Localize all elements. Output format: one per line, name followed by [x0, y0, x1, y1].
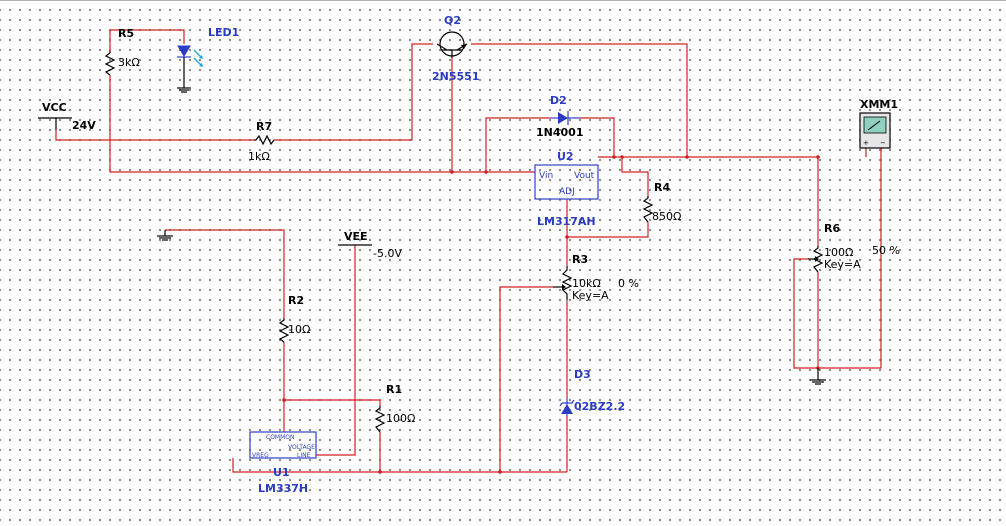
- wire-bottom-bus: [232, 458, 567, 473]
- r3-key: Key=A: [572, 289, 609, 302]
- wire-r7-q2: [274, 43, 433, 141]
- r6-key: Key=A: [824, 258, 861, 271]
- wire-vee-u1: [316, 245, 356, 456]
- vcc-label: VCC: [42, 101, 67, 114]
- svg-text:−: −: [880, 139, 886, 147]
- r6-ground-icon: [810, 368, 826, 385]
- wire-r5-bus: [109, 75, 535, 173]
- r4-resistor[interactable]: [642, 196, 654, 223]
- wires: [55, 29, 882, 473]
- xmm1-label: XMM1: [860, 98, 898, 111]
- wire-d2-out: [580, 117, 615, 157]
- u2-pin-vout: Vout: [574, 171, 595, 181]
- r3-value: 10kΩ: [572, 277, 601, 290]
- q2-transistor[interactable]: [436, 31, 468, 58]
- d3-zener-diode[interactable]: [559, 398, 575, 416]
- u2-regulator[interactable]: [534, 164, 599, 200]
- u1-regulator[interactable]: [249, 431, 317, 459]
- r4-value: 850Ω: [652, 210, 681, 223]
- r2-value: 10Ω: [288, 323, 310, 336]
- r7-resistor[interactable]: [254, 134, 275, 146]
- r3-percent: 0 %: [618, 277, 639, 290]
- r7-label: R7: [256, 120, 272, 133]
- r1-value: 100Ω: [386, 412, 415, 425]
- u1-pin-voltage: VOLTAGE: [288, 444, 315, 451]
- u1-pin-common: COMMON: [266, 434, 294, 441]
- led1-ground-icon: [177, 87, 191, 93]
- u1-pin-vreg: VREG: [252, 452, 269, 459]
- wire-gnd-r2: [165, 229, 285, 318]
- led1-label: LED1: [208, 26, 239, 39]
- q2-part: 2N5551: [432, 70, 479, 83]
- wire-r6-wiper: [793, 148, 882, 369]
- xmm1-multimeter[interactable]: + −: [859, 112, 891, 149]
- vcc-source[interactable]: [38, 117, 72, 130]
- vee-value: -5.0V: [373, 247, 402, 260]
- wire-r5-led1: [109, 29, 185, 51]
- u2-pin-vin: Vin: [539, 171, 553, 181]
- r1-resistor[interactable]: [374, 406, 386, 433]
- svg-text:+: +: [863, 139, 869, 147]
- u2-pin-adj: ADJ: [559, 187, 575, 197]
- wire-q2-out: [471, 43, 688, 157]
- u1-pin-line: LINE: [297, 452, 311, 459]
- vee-label: VEE: [344, 230, 368, 243]
- r1-label: R1: [386, 383, 402, 396]
- r6-label: R6: [824, 222, 840, 235]
- r4-label: R4: [654, 181, 670, 194]
- r7-value: 1kΩ: [248, 150, 270, 163]
- r2-resistor[interactable]: [278, 318, 290, 343]
- r3-potentiometer[interactable]: [553, 266, 573, 300]
- u1-label: U1: [273, 466, 290, 479]
- r6-percent: 50 %: [872, 244, 900, 257]
- r5-resistor[interactable]: [104, 51, 116, 76]
- q2-label: Q2: [444, 14, 461, 27]
- wire-r4-bottom: [567, 222, 649, 238]
- wire-r3-wiper: [499, 286, 553, 472]
- wire-r4-top: [621, 157, 649, 196]
- d2-diode[interactable]: [550, 111, 580, 125]
- d3-label: D3: [574, 368, 591, 381]
- u2-part: LM317AH: [537, 215, 596, 228]
- r6-potentiometer[interactable]: [808, 246, 824, 273]
- u1-part: LM337H: [258, 482, 308, 495]
- r2-label: R2: [288, 294, 304, 307]
- wire-d2-in: [485, 117, 550, 172]
- r5-value: 3kΩ: [118, 56, 140, 69]
- vcc-value: 24V: [72, 119, 96, 132]
- junctions: [282, 155, 820, 474]
- u2-label: U2: [557, 150, 574, 163]
- d2-label: D2: [550, 94, 567, 107]
- r3-label: R3: [572, 253, 588, 266]
- wire-vcc-r7: [55, 130, 254, 141]
- led1-diode[interactable]: [177, 45, 203, 88]
- wire-r2-r1: [284, 399, 381, 406]
- left-ground-icon: [157, 230, 173, 241]
- r6-value: 100Ω: [824, 246, 853, 259]
- r5-label: R5: [118, 27, 134, 40]
- d3-part: 02BZ2.2: [574, 400, 625, 413]
- d2-part: 1N4001: [536, 126, 583, 139]
